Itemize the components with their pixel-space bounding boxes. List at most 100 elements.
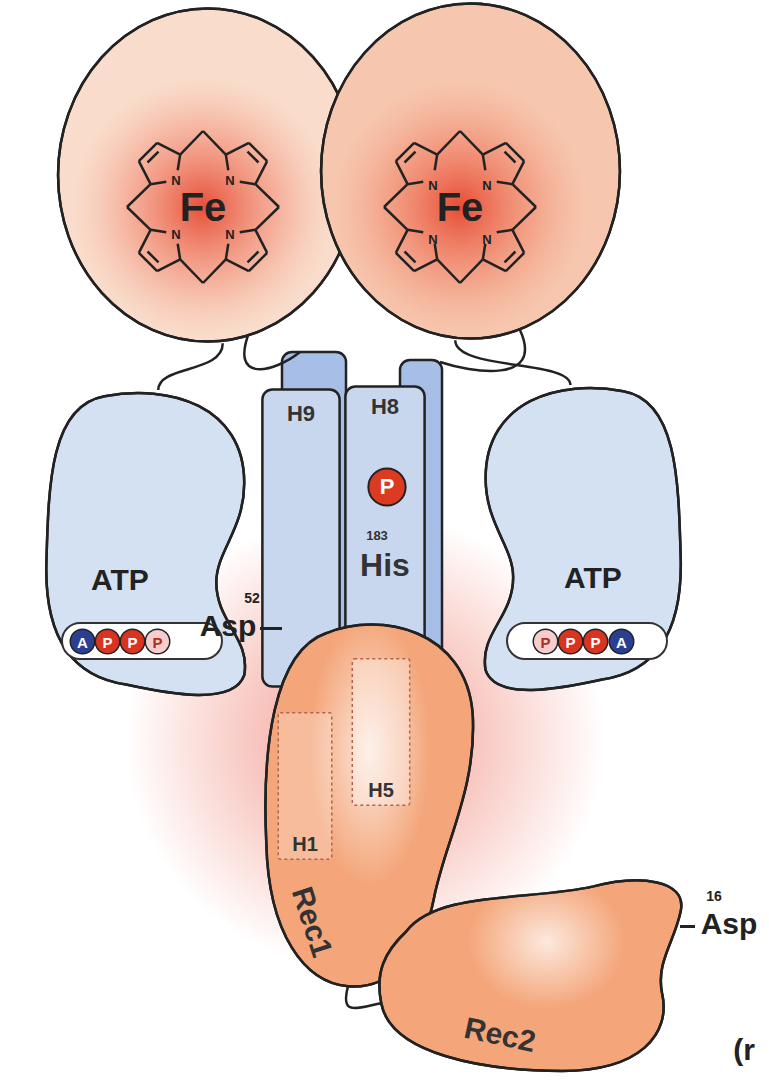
heme-domain-detail [318, 0, 623, 342]
linker [346, 986, 381, 1008]
highlight [469, 875, 625, 1008]
helix-outline-outline [352, 659, 409, 806]
ca-domain-detail [40, 390, 255, 700]
label: N [225, 174, 234, 187]
heme-glow [330, 77, 590, 337]
label: N [428, 179, 437, 192]
bond [226, 155, 228, 171]
ca-domain-outline [46, 393, 245, 695]
node-text: H1 [292, 834, 318, 854]
node-text: H9 [287, 403, 315, 425]
bond [437, 259, 460, 283]
bond [255, 184, 279, 207]
node-text: P [380, 476, 395, 498]
atp-pocket [62, 623, 222, 659]
label: 52 [244, 591, 260, 605]
phosphate-bead-outline [583, 629, 608, 654]
bond [396, 230, 408, 253]
porphyrin [384, 131, 536, 283]
bond [180, 131, 203, 155]
node-text: P [127, 634, 137, 649]
bond [512, 161, 524, 184]
bond [178, 244, 180, 260]
node-text: Fe [180, 187, 227, 227]
bond [226, 143, 249, 155]
bond [157, 143, 180, 155]
helix-outline-outline [278, 713, 331, 860]
node-text: ATP [564, 563, 622, 593]
ca-domain-outline [485, 388, 681, 690]
bond [151, 182, 167, 184]
bond [255, 207, 279, 230]
label: N [428, 233, 437, 246]
node-text: Fe [437, 187, 484, 227]
bond [512, 184, 536, 207]
bond [139, 253, 157, 271]
bond [127, 207, 151, 230]
phosphate-bead-outline [558, 629, 583, 654]
bond [408, 230, 424, 232]
bond [249, 143, 267, 161]
phosphate-bead-outline [145, 629, 170, 654]
label: N [171, 174, 180, 187]
label: Asp [200, 611, 257, 641]
node-text: A [616, 634, 627, 649]
label: (r [733, 1035, 755, 1065]
bond [435, 244, 437, 260]
heme-domain: Fe [318, 0, 623, 342]
node-text: 183 [366, 529, 388, 542]
bond [504, 152, 515, 163]
bond [483, 143, 506, 155]
phosphate-bead-outline [70, 629, 95, 654]
bond [247, 251, 258, 262]
heme-domain-shape [318, 0, 623, 342]
bond [483, 244, 485, 260]
heme-glow [73, 77, 333, 337]
node-text: P [590, 634, 600, 649]
bond [497, 182, 513, 184]
phosphate-bead: A [609, 629, 634, 654]
heme-domain-outline [58, 8, 357, 341]
phosphate-bead: P [95, 629, 120, 654]
linker [455, 340, 570, 385]
leader-line [680, 925, 695, 928]
leader-line [260, 627, 282, 630]
heme-domain-detail [55, 5, 360, 345]
label: N [482, 233, 491, 246]
ca-domain-outline [46, 393, 245, 695]
phosphate-bead-outline [609, 629, 634, 654]
node-text: H5 [368, 780, 394, 800]
bond [178, 155, 180, 171]
porphyrin [127, 131, 279, 283]
bond [396, 253, 414, 271]
bond [405, 251, 416, 262]
bond [240, 182, 256, 184]
phosphate-bead: P [145, 629, 170, 654]
heme-domain-outline [58, 8, 357, 341]
bond [504, 251, 515, 262]
bond [437, 131, 460, 155]
bond [396, 161, 408, 184]
bond [127, 184, 151, 207]
bond [139, 161, 151, 184]
bond [157, 259, 180, 271]
phosphate-bead-outline [533, 629, 558, 654]
bond [506, 253, 524, 271]
bond [203, 131, 226, 155]
bond [408, 182, 424, 184]
node-text: P [102, 634, 112, 649]
bond [384, 207, 408, 230]
bond [151, 230, 167, 232]
node-text: His [360, 549, 410, 581]
bond [396, 143, 414, 161]
label: N [171, 228, 180, 241]
bond [240, 230, 256, 232]
phosphate-bead-outline [95, 629, 120, 654]
label: N [225, 228, 234, 241]
bond [512, 230, 524, 253]
ca-domain: ATPPPPA [475, 385, 687, 695]
node-text: A [77, 634, 88, 649]
phosphate-bead-outline [120, 629, 145, 654]
bond [384, 184, 408, 207]
